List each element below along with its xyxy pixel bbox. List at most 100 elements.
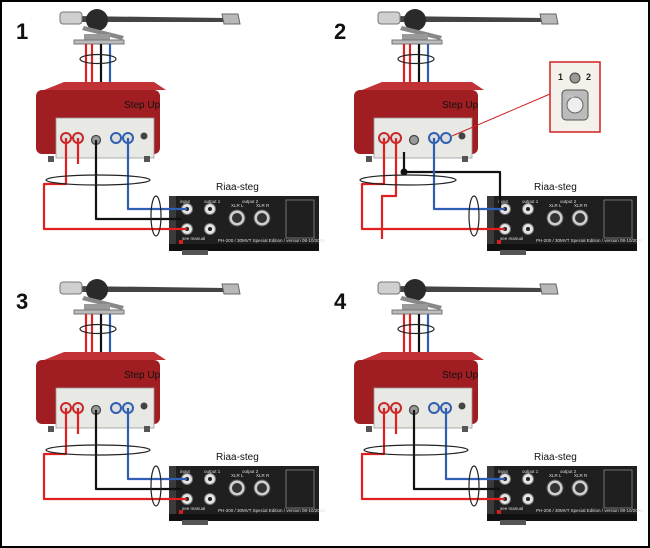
step-up-label: Step Up xyxy=(442,370,479,381)
riaa-xlr-l-label: XLR L xyxy=(231,473,244,478)
cable-bundle-ring xyxy=(359,174,457,186)
riaa-footer-label: PH-200 / 30MVT Special Edition / version… xyxy=(218,508,325,513)
tonearm-counterweight xyxy=(377,281,401,295)
tonearm-base xyxy=(84,304,110,312)
riaa-rca-pin xyxy=(526,207,530,211)
step-up-label: Step Up xyxy=(442,100,479,111)
riaa-stage xyxy=(487,196,637,255)
tonearm-plate xyxy=(73,309,125,315)
riaa-output1-label: output 1 xyxy=(204,199,221,204)
riaa-rca-pin xyxy=(526,227,530,231)
riaa-xlr-l-label: XLR L xyxy=(231,203,244,208)
cable-bundle-ring-side xyxy=(468,195,480,237)
blue-wire-to-riaa xyxy=(126,138,187,211)
riaa-input-label: input xyxy=(180,199,191,204)
headshell xyxy=(221,283,241,295)
riaa-xlr-r-label: XLR R xyxy=(256,473,270,478)
panel-number: 2 xyxy=(334,19,346,44)
riaa-base xyxy=(487,244,637,251)
riaa-label: Riaa-steg xyxy=(534,182,577,193)
cable-bundle-ring-top xyxy=(79,323,117,335)
riaa-base xyxy=(169,514,319,521)
riaa-foot xyxy=(182,520,208,525)
black-wire-to-riaa xyxy=(412,410,500,491)
riaa-footer-label: PH-200 / 30MVT Special Edition / version… xyxy=(218,238,325,243)
tonearm-tube xyxy=(76,286,226,292)
tonearm-pivot-knob xyxy=(86,279,108,301)
headshell xyxy=(539,13,559,25)
black-wire-to-riaa xyxy=(402,152,502,209)
cable-bundle-ring-top xyxy=(397,323,435,335)
riaa-rca-pin xyxy=(526,477,530,481)
riaa-output1-label: output 1 xyxy=(522,469,539,474)
riaa-blank-plate xyxy=(603,469,633,509)
riaa-xlr-core xyxy=(232,213,242,223)
riaa-red-dot xyxy=(497,510,501,514)
riaa-xlr-r-label: XLR R xyxy=(256,203,270,208)
tonearm-lift xyxy=(82,26,124,40)
step-up-rca-jack xyxy=(440,132,452,144)
step-up-switch xyxy=(458,132,466,140)
riaa-stage xyxy=(487,466,637,525)
tonearm-pivot-knob xyxy=(86,9,108,31)
riaa-rca-pin xyxy=(526,497,530,501)
black-wire-to-riaa xyxy=(94,410,182,491)
riaa-xlr-core xyxy=(550,213,560,223)
red-wire-to-riaa xyxy=(360,408,505,501)
riaa-base xyxy=(169,244,319,251)
riaa-output2-label: output 2 xyxy=(560,469,577,474)
step-up-switch xyxy=(458,402,466,410)
riaa-foot xyxy=(500,250,526,255)
step-up-foot xyxy=(48,426,54,432)
riaa-footer-label: PH-200 / 30MVT Special Edition / version… xyxy=(536,508,643,513)
step-up-box xyxy=(354,82,484,162)
step-up-top xyxy=(362,82,484,90)
step-up-rca-jack xyxy=(110,402,122,414)
panel-number: 1 xyxy=(16,19,28,44)
riaa-foot xyxy=(500,520,526,525)
step-up-top xyxy=(44,82,166,90)
cable-bundle-ring-side xyxy=(150,465,162,507)
riaa-xlr-core xyxy=(232,483,242,493)
tonearm-counterweight xyxy=(59,11,83,25)
cable-bundle-ring xyxy=(45,174,151,186)
riaa-stage xyxy=(169,466,319,525)
step-up-box xyxy=(354,352,484,432)
step-up-foot xyxy=(144,426,150,432)
riaa-xlr-core xyxy=(257,483,267,493)
cable-bundle-ring-top xyxy=(397,53,435,65)
riaa-xlr-l-label: XLR L xyxy=(549,473,562,478)
tonearm-base xyxy=(402,304,428,312)
inset-pointer xyxy=(451,93,551,137)
riaa-rca-pin xyxy=(208,497,212,501)
inset-connector-face xyxy=(566,96,584,114)
cable-bundle-ring-top xyxy=(79,53,117,65)
riaa-xlr-core xyxy=(550,483,560,493)
step-up-label: Step Up xyxy=(124,100,161,111)
red-wire-to-riaa xyxy=(42,138,187,231)
red-wire-to-riaa xyxy=(360,138,505,231)
riaa-output1-label: output 1 xyxy=(522,199,539,204)
step-up-rca-jack xyxy=(428,402,440,414)
riaa-manual-label: see manual xyxy=(500,236,523,241)
red-wire-to-riaa xyxy=(42,408,187,501)
step-up-foot xyxy=(144,156,150,162)
inset-pin2: 2 xyxy=(586,72,591,82)
riaa-output2-label: output 2 xyxy=(242,469,259,474)
riaa-footer-label: PH-200 / 30MVT Special Edition / version… xyxy=(536,238,643,243)
inset-pin1: 1 xyxy=(558,72,563,82)
cable-bundle-ring-side xyxy=(468,465,480,507)
riaa-rca-pin xyxy=(208,207,212,211)
riaa-blank-plate xyxy=(285,469,315,509)
step-up-rca-jack xyxy=(110,132,122,144)
blue-wire-to-riaa xyxy=(432,138,505,211)
headshell xyxy=(221,13,241,25)
riaa-output2-label: output 2 xyxy=(560,199,577,204)
riaa-xlr-l-label: XLR L xyxy=(549,203,562,208)
tonearm xyxy=(59,9,241,45)
cable-bundle-ring xyxy=(363,444,469,456)
riaa-red-dot xyxy=(497,240,501,244)
step-up-foot xyxy=(48,156,54,162)
